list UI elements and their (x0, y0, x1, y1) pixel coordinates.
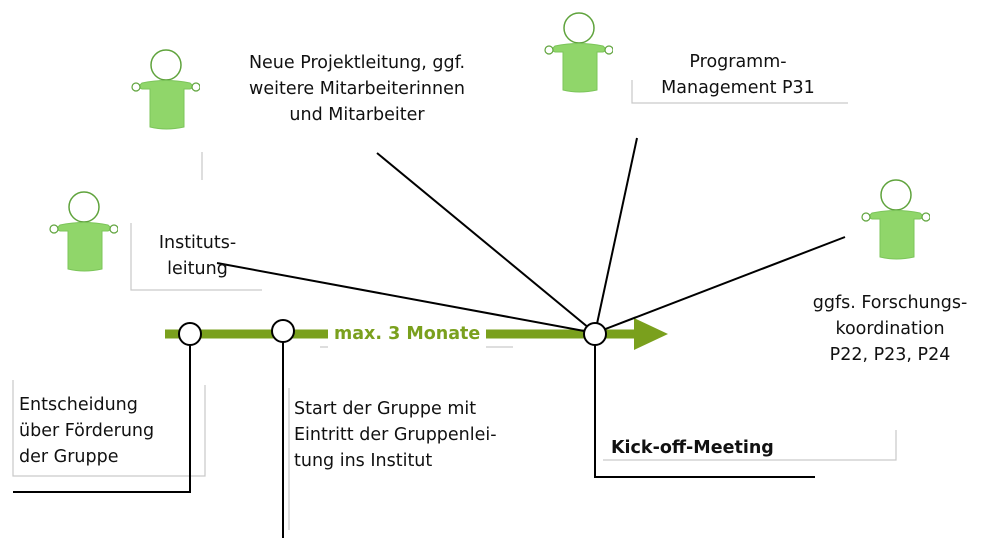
label-line: Neue Projektleitung, ggf. (248, 53, 466, 73)
line-forschung (594, 236, 846, 334)
person-icon (544, 12, 613, 93)
label-line: P22, P23, P24 (829, 345, 951, 365)
label-line: leitung (167, 259, 228, 279)
guide-entscheidung (12, 380, 206, 477)
milestone-start (271, 319, 295, 343)
person-icon (49, 191, 118, 272)
label-line: tung ins Institut (294, 451, 433, 471)
line-entscheidung (13, 334, 191, 493)
timeline-arrow-head (634, 318, 668, 350)
label-line: Start der Gruppe mit (294, 399, 477, 419)
label-line: Entscheidung (19, 395, 138, 415)
timespan-label: max. 3 Monate (328, 320, 487, 348)
line-programm (594, 137, 638, 334)
label-line: Management P31 (661, 78, 815, 98)
label-projektleitung: Neue Projektleitung, ggf. weitere Mitarb… (212, 50, 502, 128)
label-line: ggfs. Forschungs- (812, 293, 968, 313)
label-line: über Förderung (19, 421, 155, 441)
label-line: Programm- (689, 52, 787, 72)
line-institut (216, 262, 596, 334)
label-line: der Gruppe (19, 447, 119, 467)
line-projektleitung (376, 152, 596, 334)
milestone-entscheidung (178, 322, 202, 346)
milestone-kickoff (583, 322, 607, 346)
label-forschung: ggfs. Forschungs- koordination P22, P23,… (790, 290, 990, 368)
label-start: Start der Gruppe mit Eintritt der Gruppe… (294, 396, 497, 474)
guide-institut (130, 223, 262, 291)
guide-kickoff (603, 430, 897, 461)
label-line: weitere Mitarbeiterinnen (249, 79, 465, 99)
guide-programm (631, 80, 848, 104)
label-line: koordination (835, 319, 945, 339)
label-institut: Instituts- leitung (135, 230, 260, 282)
label-line: Instituts- (158, 233, 237, 253)
label-programm: Programm- Management P31 (628, 49, 848, 101)
label-entscheidung: Entscheidung über Förderung der Gruppe (19, 392, 154, 470)
person-icon (861, 179, 930, 260)
person-icon (131, 49, 200, 130)
label-line: und Mitarbeiter (289, 105, 425, 125)
line-kickoff (594, 334, 815, 478)
label-kickoff: Kick-off-Meeting (611, 438, 774, 458)
label-line: Eintritt der Gruppenlei- (294, 425, 497, 445)
